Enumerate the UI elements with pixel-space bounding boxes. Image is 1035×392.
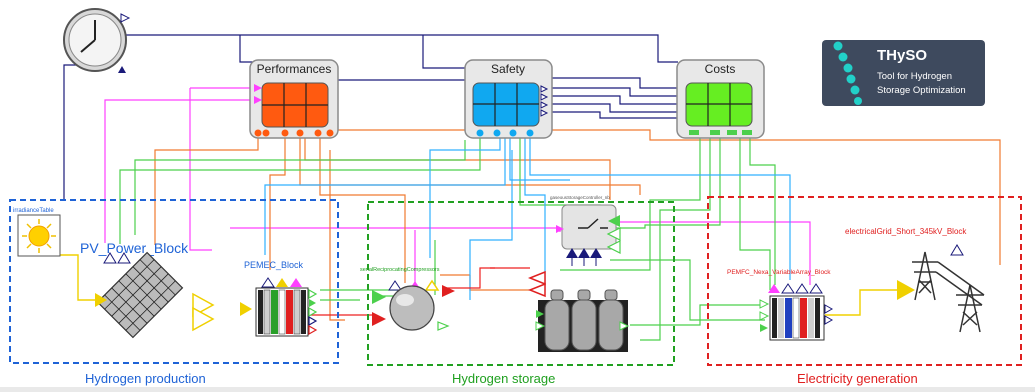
safety-input-ports: [476, 129, 534, 137]
red-wires: [310, 267, 530, 316]
pv-input-dc: [95, 293, 107, 307]
logo-line1: Tool for Hydrogen: [877, 71, 952, 82]
compressor-inlet-red: [372, 312, 386, 326]
pemec-label: PEMEC_Block: [244, 260, 304, 270]
costs-block[interactable]: Costs: [676, 59, 765, 139]
clock-wire-top: [125, 34, 678, 63]
pv-label: PV_Power_Block: [80, 240, 189, 256]
group-hydrogen-storage: Hydrogen storage: [367, 201, 675, 386]
logo-line2: Storage Optimization: [877, 85, 966, 96]
pv-input-ports: [103, 252, 131, 264]
pemfc-top-ports: [768, 283, 823, 294]
logo-dna-icon: [833, 41, 862, 105]
sun-icon: [22, 219, 56, 253]
storage-label: Hydrogen storage: [452, 371, 555, 386]
costs-input-ports: [689, 130, 752, 135]
compressor-inlet-green: [372, 290, 386, 304]
performances-output-ports: [254, 129, 334, 137]
production-frame: [9, 199, 339, 364]
clock-output-port-2: [118, 66, 126, 73]
solar-panel-icon: [96, 251, 184, 339]
grid-label: electricalGrid_Short_345kV_Block: [845, 227, 967, 236]
clock-wire-perf: [239, 35, 258, 63]
safety-to-costs-2: [542, 87, 678, 97]
pemec-block[interactable]: PEMEC_Block: [240, 260, 318, 337]
controller-bottom-ports: [566, 248, 602, 258]
clock-block[interactable]: [63, 8, 131, 73]
logo-title: THySO: [877, 47, 927, 64]
compressor-outlet: [437, 321, 450, 331]
safety-to-costs-1: [542, 77, 678, 89]
production-label: Hydrogen production: [85, 371, 206, 386]
performances-block[interactable]: Performances: [249, 59, 339, 139]
group-electricity-generation: Electricity generation: [707, 196, 1022, 386]
group-hydrogen-production: Hydrogen production: [9, 199, 339, 386]
power-tower-icon: [912, 251, 985, 333]
compressor-outlet-red: [442, 285, 455, 297]
compressor-block[interactable]: serialReciprocatingCompressors: [360, 267, 455, 331]
performances-label: Performances: [257, 62, 332, 76]
irradiance-label: irradianceTable: [13, 208, 54, 214]
cyan-wires: [264, 138, 791, 300]
clock-signal-wires: [63, 34, 678, 200]
grid-block[interactable]: electricalGrid_Short_345kV_Block: [845, 227, 985, 333]
generation-label: Electricity generation: [797, 371, 918, 386]
pv-output-ports: [192, 292, 215, 332]
storage-controller-label: gaseousStorageController_nb: [550, 195, 610, 200]
clock-wire-safety: [422, 35, 468, 69]
pemec-stack-icon: [258, 289, 306, 335]
pemec-right-ports: [308, 288, 318, 336]
pemfc-stack-icon: [772, 297, 820, 339]
costs-label: Costs: [705, 62, 736, 76]
safety-output-ports: [540, 85, 549, 117]
safety-label: Safety: [491, 62, 525, 76]
safety-to-costs-5: [542, 111, 678, 119]
safety-to-costs-3: [542, 95, 678, 105]
switch-icon: [578, 218, 608, 229]
compressor-label: serialReciprocatingCompressors: [360, 267, 440, 273]
gas-cylinder-icons: [544, 289, 624, 351]
safety-block[interactable]: Safety: [464, 59, 553, 139]
irradiance-block[interactable]: irradianceTable: [13, 208, 61, 257]
green-wires: [119, 138, 776, 341]
pemfc-label: PEMFC_Nexa_VariableArray_Block: [727, 269, 831, 276]
clock-wire-left: [63, 64, 92, 200]
safety-to-costs-4: [542, 103, 678, 113]
pemec-top-ports: [261, 277, 302, 288]
clock-output-port: [120, 13, 131, 23]
storage-controller-block[interactable]: gaseousStorageController_nb: [550, 195, 621, 266]
grid-input: [897, 280, 915, 300]
thyso-logo: THySO Tool for Hydrogen Storage Optimiza…: [822, 40, 985, 106]
pemfc-block[interactable]: PEMFC_Nexa_VariableArray_Block: [727, 269, 834, 341]
clock-hand-minute: [80, 39, 96, 53]
storage-tanks-block[interactable]: [527, 270, 630, 352]
compressor-icon: [389, 285, 435, 331]
pv-power-block[interactable]: PV_Power_Block: [80, 240, 215, 339]
storage-frame: [367, 201, 675, 366]
